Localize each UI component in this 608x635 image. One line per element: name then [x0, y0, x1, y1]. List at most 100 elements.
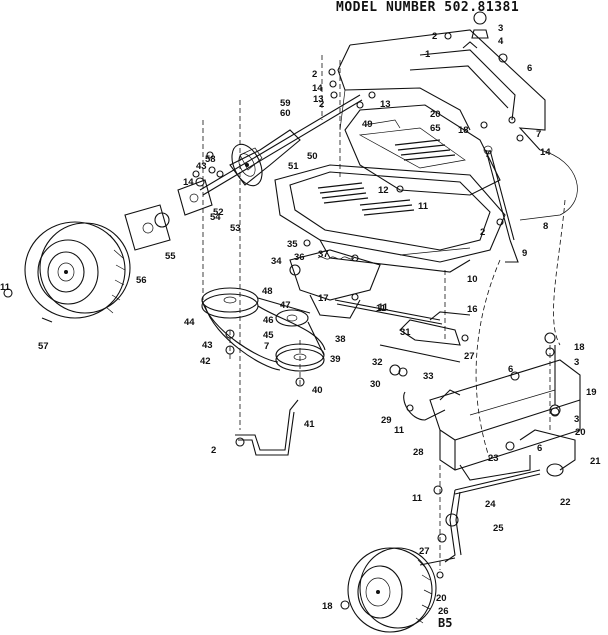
page-code: B5 — [438, 616, 453, 630]
part-callout-label: 3 — [574, 357, 579, 368]
part-callout-label: 30 — [370, 379, 381, 390]
part-callout-label: 29 — [381, 415, 392, 426]
part-callout-label: 19 — [586, 387, 597, 398]
part-callout-label: 44 — [184, 317, 195, 328]
part-callout-label: 43 — [196, 161, 207, 172]
part-callout-label: 20 — [430, 109, 441, 120]
part-callout-label: 2 — [432, 31, 437, 42]
part-callout-label: 42 — [200, 356, 211, 367]
part-callout-label: 11 — [0, 282, 11, 293]
part-callout-label: 6 — [508, 364, 513, 375]
part-callout-label: 14 — [183, 177, 194, 188]
alignment-lines — [202, 55, 566, 570]
part-callout-label: 20 — [575, 427, 586, 438]
part-callout-label: 56 — [136, 275, 147, 286]
part-callout-label: 7 — [536, 129, 541, 140]
part-callout-label: 7 — [264, 341, 269, 352]
tie-rod-spindle — [419, 469, 541, 566]
part-callout-label: 48 — [262, 286, 273, 297]
steering-rod — [483, 145, 519, 263]
part-callout-label: 26 — [438, 606, 449, 617]
part-callout-label: 18 — [574, 342, 585, 353]
part-callout-label: 37 — [318, 249, 329, 260]
part-callout-label: 28 — [413, 447, 424, 458]
part-callout-label: 2 — [480, 227, 485, 238]
part-callout-label: 12 — [378, 185, 389, 196]
part-callout-label: 3 — [574, 414, 579, 425]
model-number-header: MODEL NUMBER 502.81381 — [336, 0, 520, 15]
part-callout-label: 36 — [294, 252, 305, 263]
part-callout-label: 52 — [213, 207, 224, 218]
part-callout-label: 2 — [312, 69, 317, 80]
part-callout-label: 22 — [560, 497, 571, 508]
part-callout-label: 2 — [319, 99, 324, 110]
part-callout-label: 60 — [280, 108, 291, 119]
part-callout-label: 46 — [263, 315, 274, 326]
part-callout-label: 18 — [322, 601, 333, 612]
part-callout-label: 33 — [423, 371, 434, 382]
rear-axle — [124, 94, 363, 251]
part-callout-label: 65 — [430, 123, 441, 134]
part-callout-label: 1 — [425, 49, 431, 60]
seat-pan — [344, 104, 501, 196]
shift-lever — [235, 399, 299, 456]
part-callout-label: 10 — [467, 274, 478, 285]
control-rods — [379, 311, 471, 421]
part-callout-label: 35 — [287, 239, 298, 250]
part-callout-label: 38 — [335, 334, 346, 345]
part-callout-label: 47 — [280, 300, 291, 311]
part-callout-label: 27 — [419, 546, 430, 557]
part-callout-label: 8 — [543, 221, 548, 232]
part-callout-label: 11 — [378, 302, 389, 313]
part-callout-label: 59 — [280, 98, 291, 109]
part-callout-label: 11 — [412, 493, 423, 504]
part-callout-label: 58 — [205, 154, 216, 165]
hardware-fasteners — [3, 11, 560, 610]
part-callout-label: 23 — [488, 453, 499, 464]
part-callout-label: 13 — [380, 99, 391, 110]
rear-wheel — [24, 221, 131, 319]
part-callout-label: 25 — [493, 523, 504, 534]
part-callout-label: 14 — [540, 147, 551, 158]
part-callout-label: 16 — [467, 304, 478, 315]
part-callout-label: 21 — [590, 456, 601, 467]
part-callout-label: 51 — [288, 161, 299, 172]
part-callout-label: 11 — [394, 425, 405, 436]
part-callout-label: 20 — [436, 593, 447, 604]
part-callout-label: 9 — [522, 248, 527, 259]
part-callout-label: 57 — [38, 341, 49, 352]
part-callout-label: 14 — [312, 83, 323, 94]
part-callout-label: 11 — [376, 303, 387, 314]
part-callout-label: 45 — [263, 330, 274, 341]
part-callout-label: 31 — [400, 327, 411, 338]
part-callout-label: 55 — [165, 251, 176, 262]
part-callout-label: 43 — [202, 340, 213, 351]
part-callout-label: 11 — [418, 201, 429, 212]
part-callout-label: 40 — [312, 385, 323, 396]
part-callout-label: 27 — [464, 351, 475, 362]
part-callout-label: 2 — [211, 445, 216, 456]
part-callout-label: 7 — [485, 149, 490, 160]
part-callout-label: 4 — [498, 36, 504, 47]
part-callout-label: 6 — [527, 63, 532, 74]
floor-deck — [274, 164, 506, 273]
part-callout-label: 53 — [230, 223, 241, 234]
part-callout-label: 34 — [271, 256, 282, 267]
part-callout-label: 18 — [458, 125, 469, 136]
part-callout-label: 6 — [537, 443, 542, 454]
belt-pulley-assembly — [201, 287, 326, 372]
part-callout-label: 54 — [210, 212, 221, 223]
part-callout-label: 49 — [362, 119, 373, 130]
part-callout-label: 32 — [372, 357, 383, 368]
part-callout-label: 24 — [485, 499, 496, 510]
part-callout-label: 17 — [318, 293, 329, 304]
part-callout-label: 41 — [304, 419, 315, 430]
part-callout-label: 13 — [313, 94, 324, 105]
part-callout-label: 3 — [498, 23, 503, 34]
part-callout-label: 50 — [307, 151, 318, 162]
idler-bracket — [289, 249, 443, 325]
front-axle-bracket — [429, 345, 581, 481]
front-wheel — [347, 547, 437, 633]
